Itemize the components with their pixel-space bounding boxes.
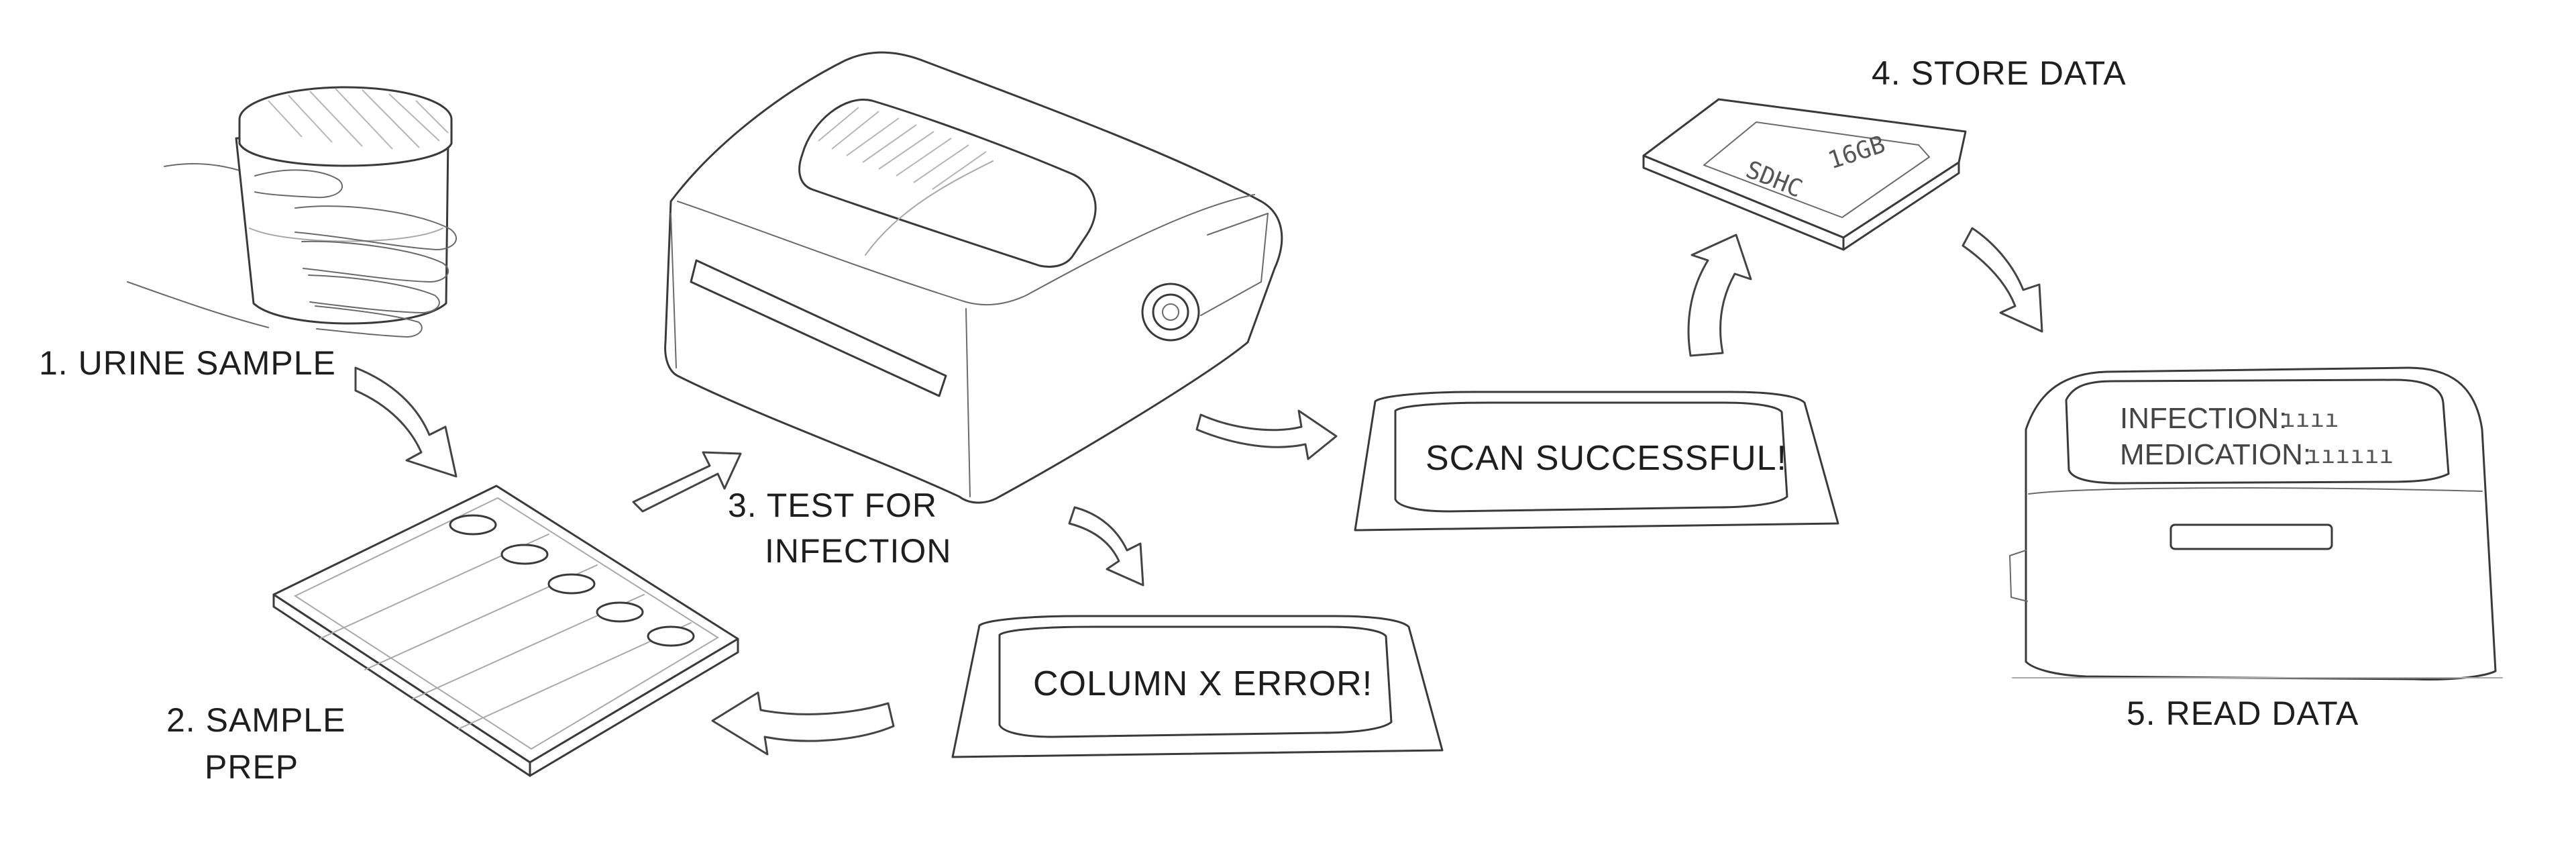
medication-value: ıııııı bbox=[2306, 442, 2394, 469]
success-screen-text: SCAN SUCCESSFUL! bbox=[1426, 439, 1787, 478]
step-2-label-line1: 2. SAMPLE bbox=[166, 701, 345, 739]
arrow-to-error-screen bbox=[1068, 506, 1144, 587]
arrow-to-success-screen bbox=[1195, 409, 1338, 460]
arrow-step2-to-step3 bbox=[632, 451, 742, 513]
step-4-label: 4. STORE DATA bbox=[1872, 54, 2127, 92]
sample-prep-tray bbox=[272, 485, 739, 777]
testing-device bbox=[664, 51, 1283, 504]
data-reader-device: INFECTION: ıııı MEDICATION: ıııııı bbox=[2009, 366, 2503, 680]
arrow-store-to-read-data bbox=[1962, 227, 2043, 333]
step-3-label-line1: 3. TEST FOR bbox=[728, 487, 937, 524]
step-1-label: 1. URINE SAMPLE bbox=[39, 344, 336, 382]
step-3-label-line2: INFECTION bbox=[765, 532, 951, 570]
urine-sample-illustration bbox=[127, 86, 458, 338]
error-screen-text: COLUMN X ERROR! bbox=[1033, 664, 1373, 703]
step-2-label-line2: PREP bbox=[205, 748, 299, 786]
sample-wells bbox=[449, 514, 695, 647]
arrow-success-to-store-data bbox=[1687, 234, 1752, 357]
error-screen-panel: COLUMN X ERROR! bbox=[951, 615, 1444, 758]
medication-label: MEDICATION: bbox=[2120, 438, 2311, 471]
arrow-error-to-sample-prep bbox=[711, 691, 895, 756]
step-5-label: 5. READ DATA bbox=[2127, 695, 2359, 732]
arrow-step1-to-step2 bbox=[354, 366, 458, 478]
infection-label: INFECTION: bbox=[2120, 402, 2287, 435]
success-screen-panel: SCAN SUCCESSFUL! bbox=[1354, 391, 1839, 532]
infection-value: ıııı bbox=[2281, 405, 2339, 433]
sd-card-illustration: SDHC 16GB bbox=[1642, 98, 1967, 251]
